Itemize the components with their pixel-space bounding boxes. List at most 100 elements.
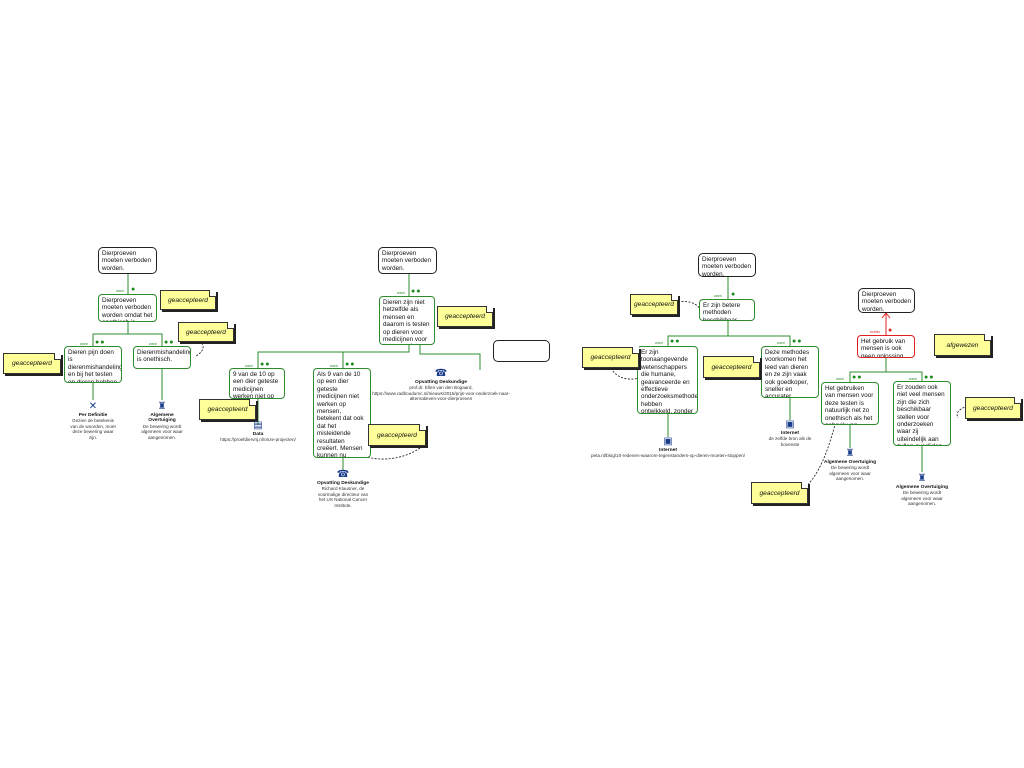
source-desc: De bewering wordt algemeen voor waar aan… bbox=[901, 490, 943, 507]
premise-4-right-text: Er zouden ook niet veel mensen zijn die … bbox=[897, 384, 945, 445]
note-label: geaccepteerd bbox=[590, 354, 631, 361]
accepted-note-m4-left[interactable]: geaccepteerd bbox=[751, 482, 808, 504]
source-type: Opvatting Deskundige bbox=[317, 481, 369, 486]
want-tag-m1-left: want bbox=[80, 342, 88, 346]
accepted-note-m2-left[interactable]: geaccepteerd bbox=[199, 399, 256, 420]
premise-3-text: Er zijn betere methoden beschikbaar. bbox=[703, 302, 741, 321]
premise-4-left[interactable]: Het gebruiken van mensen voor deze teste… bbox=[821, 382, 879, 425]
want-tag-m2: want bbox=[397, 291, 405, 295]
source-type: Data bbox=[252, 432, 264, 437]
conclusion-2[interactable]: Dierproeven moeten verboden worden. bbox=[378, 247, 437, 274]
common-belief-icon: ♜ bbox=[917, 473, 927, 484]
source-type: Algemene Overtuiging bbox=[148, 413, 176, 424]
note-label: geaccepteerd bbox=[186, 328, 226, 336]
source-type: Algemene Overtuiging bbox=[895, 485, 949, 490]
support-dots-m2: ●● bbox=[411, 288, 422, 295]
support-dots-m2-left: ●● bbox=[260, 361, 271, 368]
premise-1-right[interactable]: Dierenmishandeling is onethisch. bbox=[133, 346, 191, 369]
objection-4-text: Het gebruik van mensen is ook geen oplos… bbox=[861, 338, 906, 358]
premise-3[interactable]: Er zijn betere methoden beschikbaar. bbox=[699, 299, 755, 321]
accepted-note-m1-premise[interactable]: geaccepteerd bbox=[160, 290, 216, 310]
accepted-note-m2-right[interactable]: geaccepteerd bbox=[368, 424, 426, 446]
source-m1-left: ✕ Per Definitie Gezien de betekenis van … bbox=[68, 402, 118, 440]
conclusion-1[interactable]: Dierproeven moeten verboden worden. bbox=[98, 247, 157, 274]
want-tag-m1-right: want bbox=[149, 342, 157, 346]
source-type: Per Definitie bbox=[78, 413, 108, 418]
source-type: Internet bbox=[659, 448, 677, 453]
data-document-icon: ▤ bbox=[253, 420, 263, 431]
source-m1-right: ♜ Algemene Overtuiging De bewering wordt… bbox=[136, 402, 188, 440]
note-label: geaccepteerd bbox=[168, 296, 208, 304]
support-dots-m2-right: ●● bbox=[345, 361, 356, 368]
premise-3-right-text: Deze methodes voorkomen het leed van die… bbox=[765, 349, 810, 398]
source-m3-left: ▣ Internet peta.nl/blog/10-redenen-waaro… bbox=[586, 437, 750, 459]
per-definition-icon: ✕ bbox=[88, 401, 98, 412]
support-dots-m4-left: ●● bbox=[852, 374, 863, 381]
note-label: geaccepteerd bbox=[711, 363, 752, 371]
support-dots-m3-right: ●● bbox=[792, 338, 803, 345]
source-desc: Gezien de betekenis van de woorden, moet… bbox=[70, 418, 116, 440]
accepted-note-m1-left[interactable]: geaccepteerd bbox=[3, 353, 61, 374]
note-label: geaccepteerd bbox=[445, 313, 485, 320]
premise-2-right[interactable]: Als 9 van de 10 op een dier geteste medi… bbox=[313, 368, 371, 458]
premise-1-left[interactable]: Dieren pijn doen is dierenmishandeling e… bbox=[64, 346, 122, 383]
premise-2-text: Dieren zijn niet hetzelfde als mensen en… bbox=[383, 299, 430, 344]
source-desc: De bewering wordt algemeen voor waar aan… bbox=[141, 423, 183, 440]
source-type: Opvatting Deskundige bbox=[415, 380, 467, 385]
expert-opinion-icon: ☎ bbox=[336, 469, 350, 480]
objection-dots-m4: ● bbox=[888, 327, 894, 334]
source-desc: De bewering wordt algemeen voor waar aan… bbox=[829, 465, 871, 482]
accepted-note-m3-premise[interactable]: geaccepteerd bbox=[630, 294, 678, 315]
source-type: Algemene Overtuiging bbox=[823, 460, 877, 465]
premise-1[interactable]: Dierproeven moeten verboden worden omdat… bbox=[98, 294, 157, 322]
source-m4-left: ♜ Algemene Overtuiging De bewering wordt… bbox=[822, 449, 878, 482]
accepted-note-m3-right[interactable]: geaccepteerd bbox=[703, 356, 760, 378]
accepted-note-m4-right[interactable]: geaccepteerd bbox=[965, 397, 1021, 419]
conclusion-3[interactable]: Dierproeven moeten verboden worden. bbox=[698, 253, 756, 277]
note-label: geaccepteerd bbox=[207, 406, 248, 413]
rejected-note-m4[interactable]: afgewezen bbox=[934, 334, 991, 356]
premise-4-right[interactable]: Er zouden ook niet veel mensen zijn die … bbox=[893, 381, 951, 446]
want-tag-m4-right: want bbox=[909, 377, 917, 381]
conclusion-1-text: Dierproeven moeten verboden worden. bbox=[102, 250, 152, 272]
premise-3-right[interactable]: Deze methodes voorkomen het leed van die… bbox=[761, 346, 819, 398]
source-type: Internet bbox=[781, 431, 799, 436]
source-desc: de zelfde bron als de bovenste bbox=[768, 436, 812, 447]
source-desc: peta.nl/blog/10-redenen-waarom-tegenstan… bbox=[591, 453, 745, 459]
premise-1-text: Dierproeven moeten verboden worden omdat… bbox=[102, 297, 153, 321]
source-m2-left: ▤ Data https://proefdiervrij.nl/onze-pro… bbox=[215, 421, 301, 443]
accepted-note-m1-right[interactable]: geaccepteerd bbox=[178, 322, 234, 342]
conclusion-2-text: Dierproeven moeten verboden worden. bbox=[382, 250, 432, 272]
premise-1-left-text: Dieren pijn doen is dierenmishandeling e… bbox=[68, 349, 122, 383]
support-dots-m1: ● bbox=[131, 286, 137, 293]
common-belief-icon: ♜ bbox=[157, 401, 167, 412]
premise-2-left[interactable]: 9 van de 10 op een dier geteste medicijn… bbox=[229, 368, 285, 399]
accepted-note-m2-premise[interactable]: geaccepteerd bbox=[437, 306, 493, 327]
objection-4[interactable]: Het gebruik van mensen is ook geen oplos… bbox=[857, 335, 915, 358]
note-label: geaccepteerd bbox=[12, 360, 52, 367]
source-desc: Richard Klausner, de voormalige directeu… bbox=[317, 486, 369, 508]
echter-tag-m4: echter bbox=[870, 330, 880, 334]
want-tag-m2-right: want bbox=[330, 364, 338, 368]
premise-3-left[interactable]: Er zijn toonaangevende wetenschappers di… bbox=[637, 346, 698, 414]
want-tag-m3: want bbox=[714, 294, 722, 298]
support-dots-m3-left: ●● bbox=[670, 338, 681, 345]
support-dots-m1-left: ●● bbox=[95, 339, 106, 346]
note-label: geaccepteerd bbox=[973, 404, 1013, 412]
want-tag-m4-left: want bbox=[836, 377, 844, 381]
support-dots-m4-right: ●● bbox=[924, 374, 935, 381]
want-tag-m1: want bbox=[116, 289, 124, 293]
conclusion-4-text: Dierproeven moeten verboden worden. bbox=[862, 291, 912, 313]
premise-2[interactable]: Dieren zijn niet hetzelfde als mensen en… bbox=[379, 296, 435, 345]
want-tag-m2-left: want bbox=[245, 364, 253, 368]
expert-opinion-icon: ☎ bbox=[434, 368, 448, 379]
conclusion-4[interactable]: Dierproeven moeten verboden worden. bbox=[858, 288, 915, 313]
premise-2-right-text: Als 9 van de 10 op een dier geteste medi… bbox=[317, 371, 364, 458]
premise-1-right-text: Dierenmishandeling is onethisch. bbox=[137, 349, 191, 364]
accepted-note-m3-left[interactable]: geaccepteerd bbox=[582, 347, 639, 368]
empty-claim-box[interactable] bbox=[493, 340, 550, 362]
premise-3-left-text: Er zijn toonaangevende wetenschappers di… bbox=[641, 349, 698, 414]
support-dots-m3: ● bbox=[731, 291, 737, 298]
conclusion-3-text: Dierproeven moeten verboden worden. bbox=[702, 256, 752, 277]
